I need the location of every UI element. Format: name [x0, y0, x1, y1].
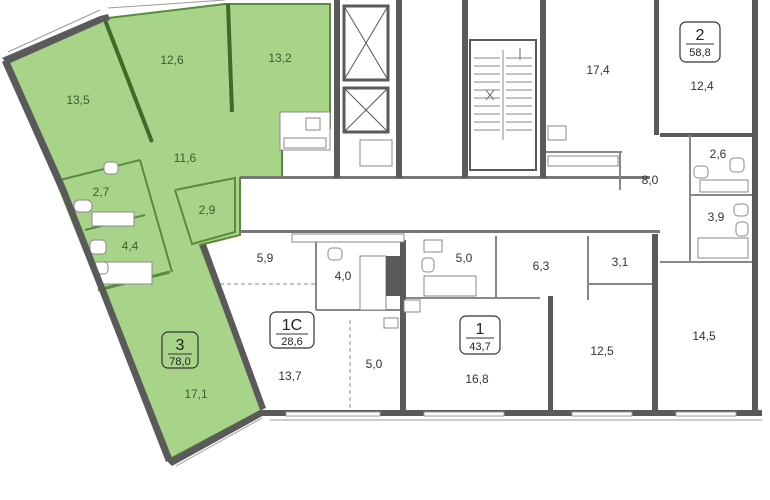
apartment-total-area: 28,6 — [281, 336, 302, 348]
room-area-label: 5,0 — [366, 357, 383, 371]
apartment-number: 2 — [696, 27, 705, 44]
room-labels: 13,5 12,6 13,2 11,6 2,7 2,9 4,4 17,1 5,9… — [66, 51, 726, 401]
apartment-number: 3 — [176, 337, 185, 354]
room-area-label: 5,9 — [257, 251, 274, 265]
room-area-label: 4,4 — [122, 239, 139, 253]
room-area-label: 5,0 — [456, 251, 473, 265]
room-area-label: 17,4 — [586, 63, 610, 77]
room-area-label: 12,4 — [690, 79, 714, 93]
stairwell — [469, 39, 537, 171]
apartment-badge-3[interactable]: 3 78,0 — [161, 331, 199, 369]
room-area-label: 13,2 — [268, 51, 292, 65]
apartment-number: 1С — [282, 317, 302, 334]
room-area-label: 2,9 — [199, 203, 216, 217]
apartment-total-area: 43,7 — [469, 341, 490, 353]
room-area-label: 8,0 — [642, 173, 659, 187]
room-area-label: 13,7 — [278, 369, 302, 383]
room-area-label: 16,8 — [465, 372, 489, 386]
room-area-label: 2,6 — [710, 147, 727, 161]
room-area-label: 2,7 — [93, 185, 110, 199]
room-area-label: 6,3 — [533, 259, 550, 273]
room-area-label: 4,0 — [335, 269, 352, 283]
room-area-label: 12,5 — [590, 344, 614, 358]
apartment-badge-1c[interactable]: 1С 28,6 — [269, 311, 315, 349]
room-area-label: 11,6 — [174, 151, 197, 165]
room-area-label: 3,9 — [708, 210, 725, 224]
apartment-badge-1[interactable]: 1 43,7 — [459, 315, 501, 355]
room-area-label: 14,5 — [692, 329, 716, 343]
apartment-badge-2[interactable]: 2 58,8 — [679, 21, 721, 63]
elevator-shafts — [342, 4, 393, 167]
room-area-label: 13,5 — [66, 93, 90, 107]
room-area-label: 3,1 — [612, 255, 629, 269]
apartment-total-area: 78,0 — [169, 356, 190, 368]
room-area-label: 17,1 — [184, 387, 208, 401]
outer-walls — [2, 0, 762, 467]
interior-partitions — [220, 125, 752, 410]
apartment-3-partitions — [59, 3, 331, 292]
apartment-total-area: 58,8 — [689, 47, 710, 59]
apartment-number: 1 — [476, 321, 485, 338]
room-area-label: 12,6 — [160, 53, 184, 67]
